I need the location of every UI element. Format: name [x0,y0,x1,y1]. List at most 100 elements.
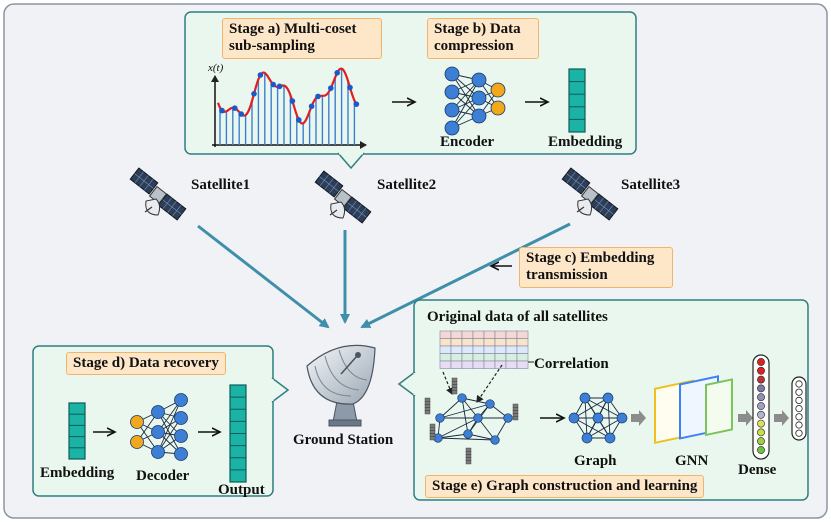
neuron [471,90,487,106]
neuron [490,82,506,98]
encoder-network [444,66,506,136]
neuron [444,84,460,100]
xt-label: x(t) [208,62,224,74]
satellite1-icon [129,167,187,221]
output-unit [795,429,803,437]
sample-dot [315,93,321,100]
arrow-graph-to-gnn [631,410,646,426]
correlation-graph [424,377,519,465]
decoder-network [130,393,188,461]
encoder-label: Encoder [440,134,495,150]
satellite1-label: Satellite1 [191,177,251,193]
embedding-column-top [568,68,586,133]
output-unit [795,421,803,429]
satellite2-icon [314,170,372,224]
neuron [471,108,487,124]
graph-node [473,413,483,423]
satellite3-icon [561,167,619,221]
ground-station-icon [306,344,376,427]
sample-dot [353,101,360,107]
dense-unit [757,358,765,366]
graph-node [616,412,628,424]
neuron [490,100,506,116]
output-label: Output [218,482,265,498]
decoder-label: Decoder [136,468,190,484]
sample-dot [232,105,238,111]
neuron [151,445,165,459]
sample-dot [308,103,315,110]
dense-column [752,354,770,460]
neuron [174,411,188,425]
neuron [471,72,487,88]
stage-e-label: Stage e) Graph construction and learning [425,475,705,499]
sample-dot [270,81,277,88]
sample-dot [276,83,283,90]
sample-dot [289,98,296,104]
stage-b-label: Stage b) Data compression [427,18,539,59]
dense-label: Dense [738,462,777,478]
graph-node [490,435,500,445]
graph-node [457,393,467,403]
dense-unit [757,446,765,454]
dense-unit [757,393,765,402]
final-output-column [791,376,807,441]
graph-node [604,432,616,444]
embedding-label-top: Embedding [548,134,623,150]
neuron [151,405,165,419]
sample-dot [296,117,302,123]
neuron [174,429,188,443]
dense-unit [757,402,765,410]
graph-network [568,392,628,444]
output-unit [795,380,803,388]
sample-dot [347,84,353,91]
data-table [439,330,534,369]
dense-unit [757,366,765,375]
panel-left [32,345,290,497]
graph-node [485,399,495,409]
output-unit [795,413,803,421]
graph-node [463,429,473,439]
satellite2-label: Satellite2 [377,177,437,193]
arrow-sat1-to-ground [197,224,330,329]
neuron [444,120,460,136]
signal-plot [211,67,367,149]
neuron [130,415,144,429]
correlation-label: Correlation [534,356,609,372]
arrow-gnn-to-dense [738,410,753,426]
neuron [444,66,460,82]
output-unit [795,388,803,396]
stage-a-label: Stage a) Multi-coset sub-sampling [222,18,382,59]
graph-label: Graph [574,453,617,469]
neuron [130,435,144,449]
output-unit [795,396,803,404]
dense-unit [757,375,765,384]
original-data-label: Original data of all satellites [427,309,608,325]
ground-station-label: Ground Station [293,432,394,448]
sample-dot [251,91,257,97]
dense-unit [757,437,765,446]
sample-dot [328,85,334,91]
graph-node [568,412,580,424]
embedding-column-left [68,402,86,460]
arrow-dense-to-output [774,410,789,426]
graph-node [592,412,604,424]
graph-node [503,413,513,423]
graph-node [435,413,445,423]
sample-dot [219,107,225,114]
graph-node [602,392,614,404]
stage-d-label: Stage d) Data recovery [66,352,226,376]
sample-dot [334,69,341,76]
graph-node [581,432,593,444]
dense-unit [757,384,765,393]
sample-dot [257,72,264,78]
satellite3-label: Satellite3 [621,177,681,193]
neuron [151,425,165,439]
arrow-sat3-to-ground [360,222,571,329]
correlation-arrows [442,364,503,403]
embedding-label-left: Embedding [40,465,115,481]
neuron [444,102,460,118]
gnn-layers [654,375,733,444]
output-unit [795,404,803,413]
neuron [174,447,188,461]
